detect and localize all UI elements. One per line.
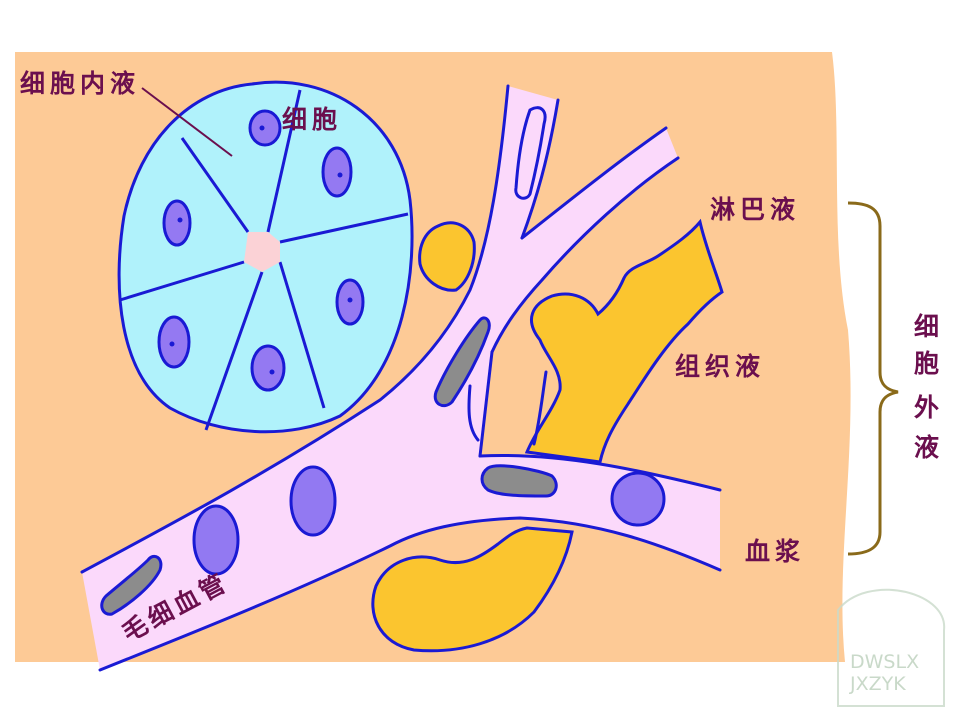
cell-cluster — [117, 80, 414, 434]
red-blood-cells — [192, 465, 666, 576]
vessel-cross-section — [514, 106, 547, 200]
nuclei — [157, 109, 365, 392]
label-extracellular-char-1: 细 — [914, 312, 939, 341]
watermark-line-1: DWSLX — [850, 651, 919, 673]
white-blood-cells — [100, 316, 558, 616]
label-intracellular-fluid: 细胞内液 — [20, 69, 140, 98]
cell-center-gap — [244, 232, 280, 272]
watermark: DWSLX JXZYK — [837, 588, 946, 707]
label-extracellular-fluid: 细 胞 外 液 — [914, 312, 939, 462]
label-cell: 细胞 — [282, 105, 342, 134]
capillary-vessel — [82, 86, 720, 670]
label-tissue-fluid: 组织液 — [675, 352, 765, 381]
extracellular-bracket — [847, 201, 899, 556]
lymph-tissue-fluid-region — [371, 218, 724, 653]
capillary-wall — [80, 84, 722, 672]
label-lymph: 淋巴液 — [710, 195, 800, 224]
watermark-line-2: JXZYK — [849, 673, 906, 695]
label-extracellular-char-2: 胞 — [914, 349, 939, 378]
intracellular-pointer — [141, 87, 233, 157]
label-extracellular-char-3: 外 — [914, 393, 939, 422]
label-extracellular-char-4: 液 — [914, 433, 939, 462]
label-plasma: 血浆 — [745, 537, 805, 566]
